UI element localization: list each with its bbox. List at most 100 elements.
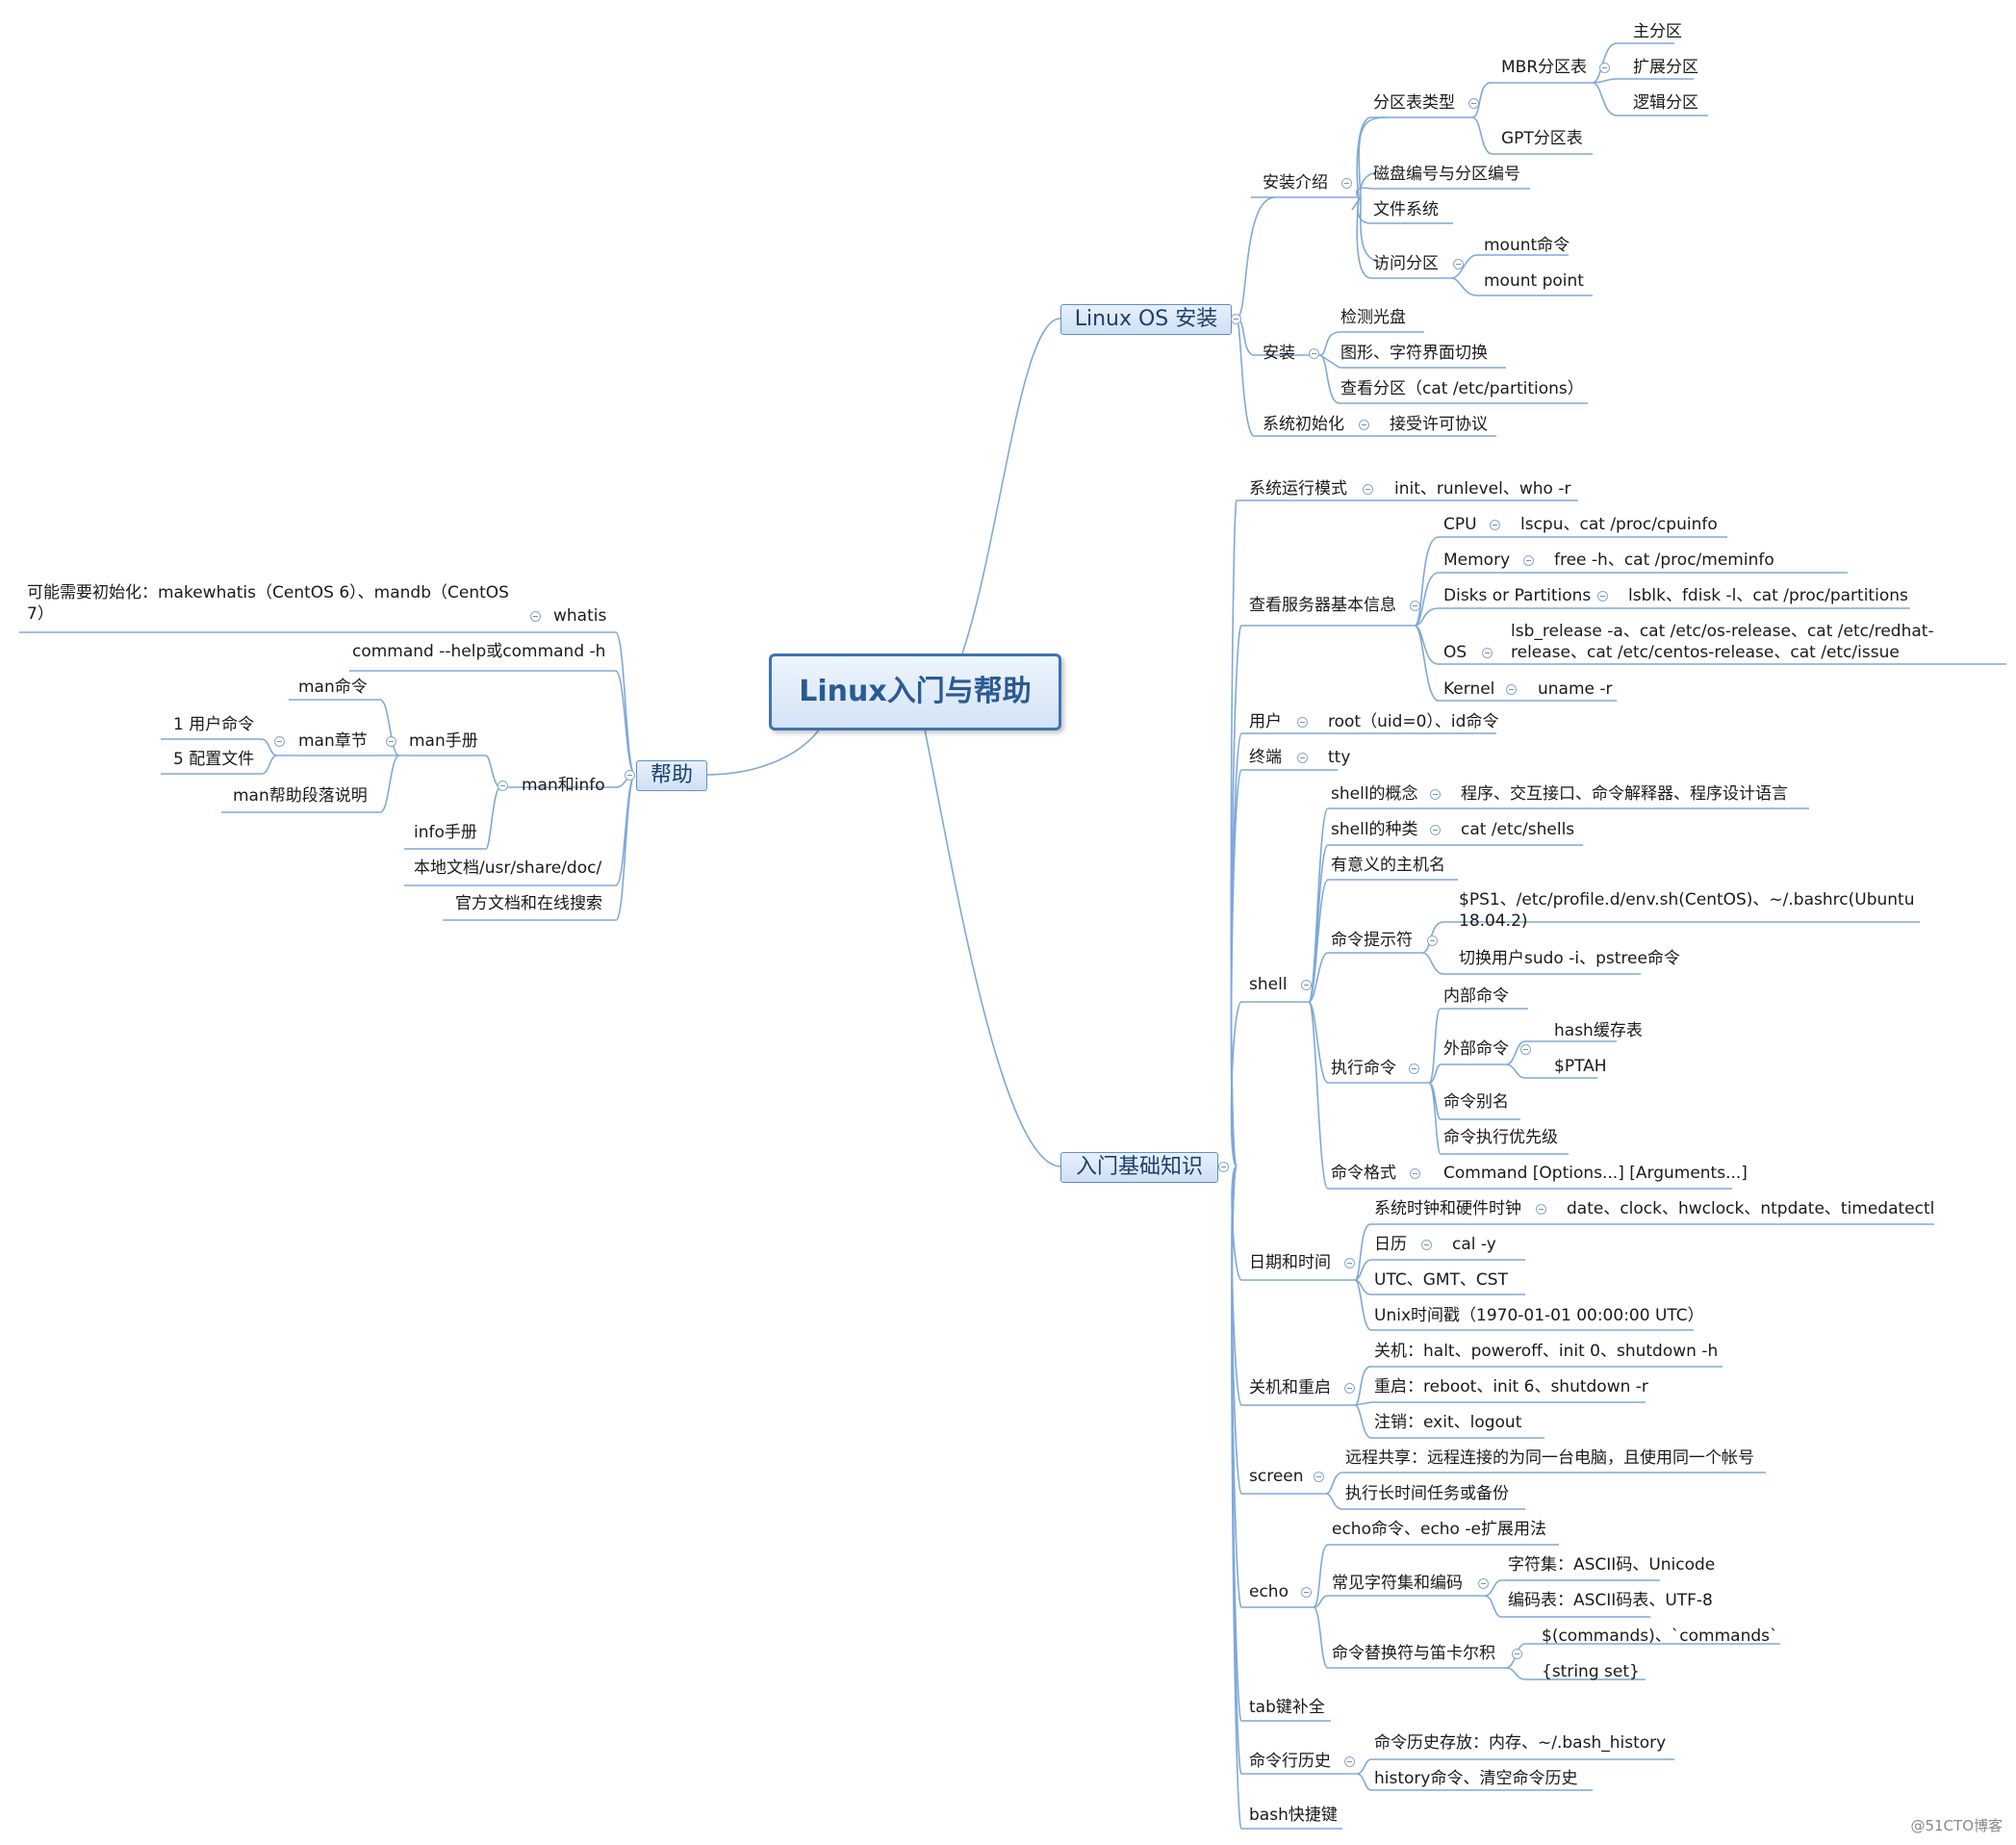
node-man-command[interactable]: man命令 (298, 678, 368, 697)
node-primary-partition[interactable]: 主分区 (1633, 22, 1682, 41)
node-access-partition[interactable]: 访问分区 (1373, 254, 1439, 273)
node-charset[interactable]: 常见字符集和编码 (1332, 1574, 1463, 1593)
node-cmd-subst-a[interactable]: $(commands)、`commands` (1542, 1627, 1778, 1646)
node-history-cmd[interactable]: history命令、清空命令历史 (1374, 1769, 1578, 1788)
node-official-docs[interactable]: 官方文档和在线搜索 (455, 894, 602, 913)
node-kernel[interactable]: Kernel (1443, 679, 1495, 699)
node-local-docs[interactable]: 本地文档/usr/share/doc/ (414, 858, 602, 878)
collapse-toggle-icon[interactable] (1523, 555, 1534, 566)
node-disks[interactable]: Disks or Partitions (1443, 586, 1592, 605)
collapse-toggle-icon[interactable] (625, 770, 635, 781)
node-os[interactable]: OS (1443, 643, 1467, 662)
collapse-toggle-icon[interactable] (1482, 648, 1493, 658)
node-screen-share[interactable]: 远程共享：远程连接的为同一台电脑，且使用同一个帐号 (1345, 1448, 1754, 1468)
node-cpu-cmd[interactable]: lscpu、cat /proc/cpuinfo (1520, 515, 1718, 534)
node-user[interactable]: 用户 (1249, 712, 1282, 731)
collapse-toggle-icon[interactable] (1363, 484, 1373, 495)
collapse-toggle-icon[interactable] (1341, 178, 1352, 189)
node-user-cmd[interactable]: root（uid=0）、id命令 (1328, 712, 1499, 731)
branch-help[interactable]: 帮助 (636, 760, 707, 791)
collapse-toggle-icon[interactable] (1597, 591, 1608, 602)
node-hostname[interactable]: 有意义的主机名 (1331, 856, 1445, 875)
collapse-toggle-icon[interactable] (1490, 520, 1500, 530)
node-shell-types[interactable]: shell的种类 (1331, 820, 1418, 839)
node-man-info[interactable]: man和info (522, 776, 605, 795)
collapse-toggle-icon[interactable] (1468, 98, 1479, 109)
node-tab-complete[interactable]: tab键补全 (1249, 1698, 1325, 1717)
node-mount-point[interactable]: mount point (1484, 271, 1584, 291)
node-partition-type[interactable]: 分区表类型 (1373, 93, 1455, 113)
collapse-toggle-icon[interactable] (1478, 1578, 1489, 1589)
node-disk-numbering[interactable]: 磁盘编号与分区编号 (1373, 165, 1520, 184)
node-shutdown-reboot[interactable]: 关机和重启 (1249, 1378, 1331, 1397)
collapse-toggle-icon[interactable] (1410, 601, 1420, 611)
node-cmd-subst-b[interactable]: {string set} (1542, 1662, 1640, 1681)
node-info-manual[interactable]: info手册 (414, 823, 477, 842)
node-install-intro[interactable]: 安装介绍 (1263, 173, 1328, 192)
node-terminal-cmd[interactable]: tty (1328, 748, 1351, 767)
node-accept-license[interactable]: 接受许可协议 (1390, 415, 1488, 434)
collapse-toggle-icon[interactable] (1297, 717, 1308, 728)
node-memory-cmd[interactable]: free -h、cat /proc/meminfo (1554, 551, 1774, 570)
node-run-mode-cmds[interactable]: init、runlevel、who -r (1394, 479, 1571, 499)
node-man-section[interactable]: man章节 (298, 731, 368, 751)
node-calendar-cmd[interactable]: cal -y (1452, 1235, 1496, 1254)
node-cmd-subst[interactable]: 命令替换符与笛卡尔积 (1332, 1644, 1495, 1663)
node-section-5[interactable]: 5 配置文件 (173, 750, 255, 769)
node-prompt-ps1[interactable]: $PS1、/etc/profile.d/env.sh(CentOS)、~/.ba… (1459, 890, 1915, 931)
node-man-manual[interactable]: man手册 (409, 731, 478, 751)
node-shell-concept-desc[interactable]: 程序、交互接口、命令解释器、程序设计语言 (1461, 784, 1788, 804)
collapse-toggle-icon[interactable] (1430, 825, 1441, 835)
node-timezones[interactable]: UTC、GMT、CST (1374, 1270, 1508, 1290)
collapse-toggle-icon[interactable] (1359, 420, 1369, 430)
collapse-toggle-icon[interactable] (1599, 63, 1610, 73)
node-cmd-format[interactable]: 命令格式 (1331, 1164, 1396, 1183)
node-shell-types-cmd[interactable]: cat /etc/shells (1461, 820, 1575, 839)
node-server-info[interactable]: 查看服务器基本信息 (1249, 596, 1396, 615)
node-screen[interactable]: screen (1249, 1467, 1304, 1486)
node-reboot[interactable]: 重启：reboot、init 6、shutdown -r (1374, 1377, 1648, 1397)
node-os-cmd[interactable]: lsb_release -a、cat /etc/os-release、cat /… (1511, 622, 1934, 662)
node-charset-b[interactable]: 编码表：ASCII码表、UTF-8 (1508, 1591, 1713, 1610)
node-exec-cmd[interactable]: 执行命令 (1331, 1059, 1396, 1078)
collapse-toggle-icon[interactable] (1344, 1383, 1355, 1394)
node-prompt[interactable]: 命令提示符 (1331, 931, 1413, 950)
collapse-toggle-icon[interactable] (1520, 1044, 1531, 1055)
collapse-toggle-icon[interactable] (274, 736, 285, 747)
node-calendar[interactable]: 日历 (1374, 1235, 1407, 1254)
collapse-toggle-icon[interactable] (1536, 1204, 1546, 1215)
node-whatis[interactable]: whatis (553, 606, 607, 626)
collapse-toggle-icon[interactable] (530, 611, 541, 622)
node-datetime[interactable]: 日期和时间 (1249, 1253, 1331, 1272)
node-view-partitions[interactable]: 查看分区（cat /etc/partitions） (1340, 379, 1584, 398)
node-clock[interactable]: 系统时钟和硬件时钟 (1374, 1199, 1521, 1218)
node-clock-cmds[interactable]: date、clock、hwclock、ntpdate、timedatectl (1567, 1199, 1935, 1218)
node-command-help[interactable]: command --help或command -h (352, 642, 606, 661)
node-mount-command[interactable]: mount命令 (1484, 236, 1570, 255)
node-internal-cmd[interactable]: 内部命令 (1443, 987, 1509, 1006)
node-memory[interactable]: Memory (1443, 551, 1511, 570)
node-charset-a[interactable]: 字符集：ASCII码、Unicode (1508, 1555, 1716, 1575)
collapse-toggle-icon[interactable] (1344, 1258, 1355, 1268)
collapse-toggle-icon[interactable] (1297, 753, 1308, 763)
node-whatis-init[interactable]: 可能需要初始化：makewhatis（CentOS 6）、mandb（CentO… (27, 583, 509, 624)
collapse-toggle-icon[interactable] (1453, 259, 1464, 269)
collapse-toggle-icon[interactable] (1301, 1587, 1312, 1598)
node-echo[interactable]: echo (1249, 1582, 1289, 1602)
node-echo-cmd[interactable]: echo命令、echo -e扩展用法 (1332, 1520, 1546, 1539)
node-bash-keys[interactable]: bash快捷键 (1249, 1806, 1338, 1825)
node-terminal[interactable]: 终端 (1249, 748, 1282, 767)
collapse-toggle-icon[interactable] (498, 781, 508, 791)
node-screen-long[interactable]: 执行长时间任务或备份 (1345, 1484, 1509, 1503)
node-alias[interactable]: 命令别名 (1443, 1092, 1509, 1112)
node-mbr[interactable]: MBR分区表 (1501, 58, 1588, 77)
node-man-paragraph[interactable]: man帮助段落说明 (233, 786, 368, 806)
node-disks-cmd[interactable]: lsblk、fdisk -l、cat /proc/partitions (1628, 586, 1908, 605)
branch-linux-os-install[interactable]: Linux OS 安装 (1060, 304, 1232, 335)
node-external-cmd[interactable]: 外部命令 (1443, 1039, 1509, 1059)
node-extended-partition[interactable]: 扩展分区 (1633, 58, 1698, 77)
node-install[interactable]: 安装 (1263, 344, 1295, 363)
collapse-toggle-icon[interactable] (1430, 789, 1441, 800)
node-gui-switch[interactable]: 图形、字符界面切换 (1340, 344, 1488, 363)
node-kernel-cmd[interactable]: uname -r (1538, 679, 1613, 699)
